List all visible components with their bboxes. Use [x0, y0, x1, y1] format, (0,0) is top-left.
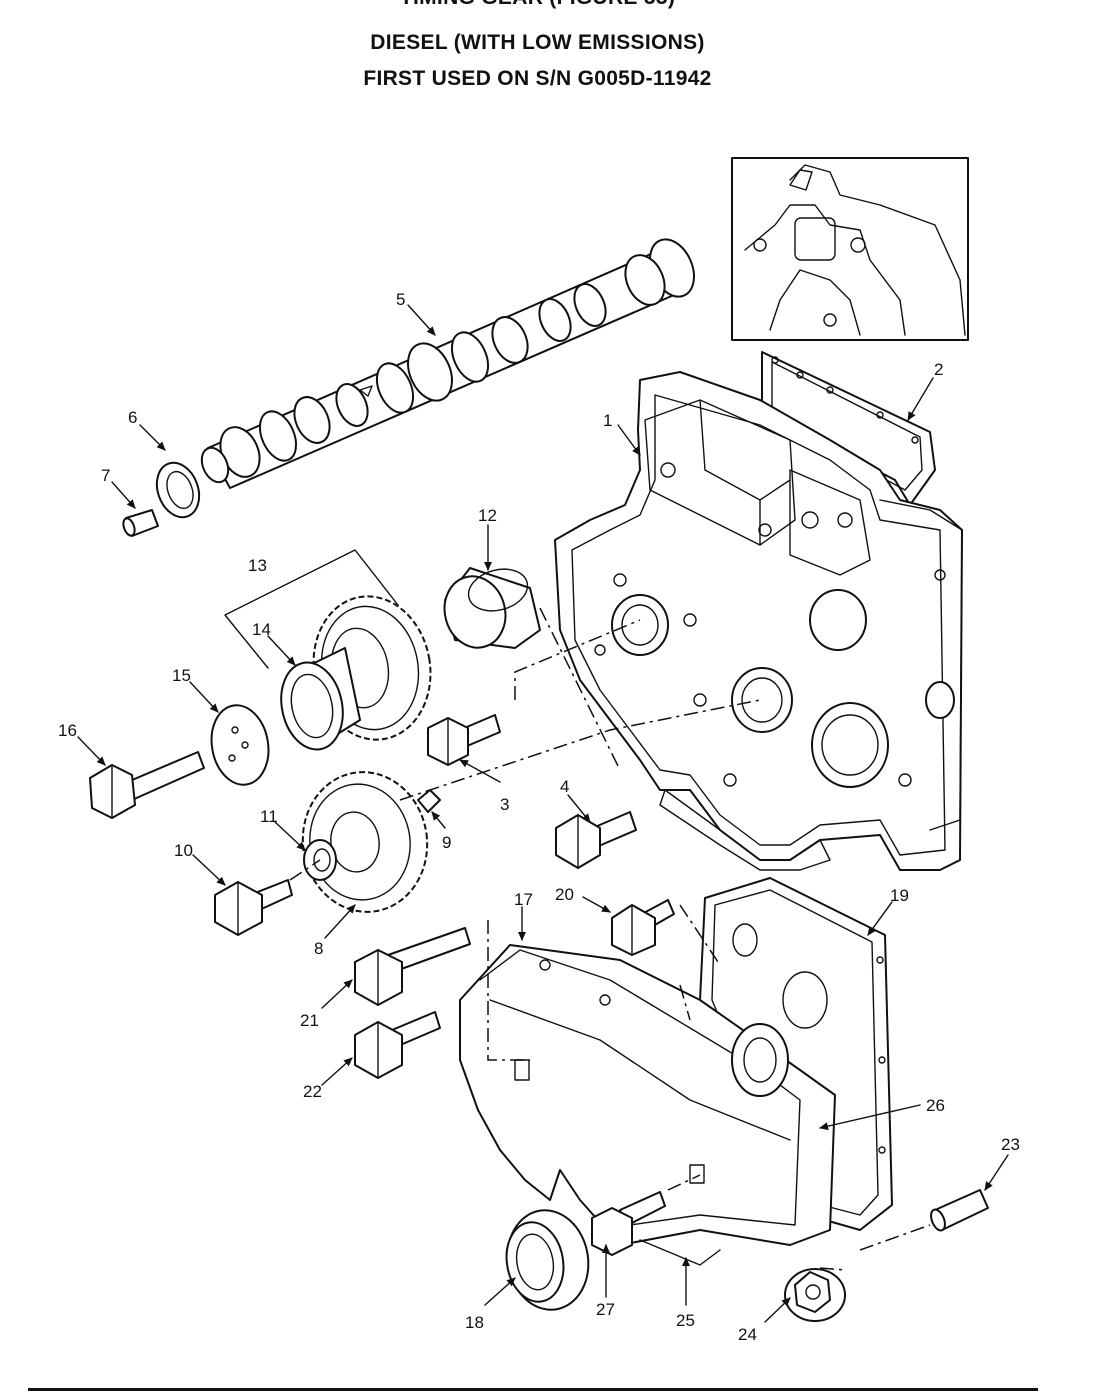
part-10-bolt: [214, 879, 293, 936]
part-23-stud: [930, 1189, 989, 1232]
callout-8: 8: [314, 939, 323, 958]
part-12-bushing: [443, 567, 541, 649]
callout-27: 27: [596, 1300, 615, 1319]
part-4-bolt: [555, 811, 637, 869]
callout-10: 10: [174, 841, 193, 860]
callout-20: 20: [555, 885, 574, 904]
part-27-bolt: [591, 1191, 666, 1256]
callout-14: 14: [252, 620, 271, 639]
part-9-key: [417, 789, 441, 813]
part-7-dowel-pin: [122, 509, 159, 537]
leader-lines: [77, 304, 1009, 1323]
callout-9: 9: [442, 833, 451, 852]
assembly-centerlines: [289, 607, 931, 1271]
callout-24: 24: [738, 1325, 757, 1344]
callout-6: 6: [128, 408, 137, 427]
part-24-nut: [784, 1268, 846, 1322]
part-17-front-cover: [459, 944, 836, 1266]
part-14-hub: [280, 647, 361, 751]
part-1-timing-case: [554, 371, 963, 871]
serial-note: FIRST USED ON S/N G005D-11942: [363, 67, 712, 90]
callout-13: 13: [248, 556, 267, 575]
callout-1: 1: [603, 411, 612, 430]
callout-16: 16: [58, 721, 77, 740]
callout-7: 7: [101, 466, 110, 485]
part-15-plate: [210, 704, 270, 786]
callout-22: 22: [303, 1082, 322, 1101]
part-5-camshaft: [200, 238, 695, 489]
part-21-bolt: [354, 927, 471, 1006]
callout-4: 4: [560, 777, 569, 796]
part-18-oil-seal: [505, 1209, 590, 1311]
part-16-long-bolt: [89, 751, 205, 819]
callout-23: 23: [1001, 1135, 1020, 1154]
figure-title: TIMING GEAR (FIGURE 53): [0, 0, 1075, 10]
callout-5: 5: [396, 290, 405, 309]
part-6-thrust-washer: [155, 461, 201, 519]
callout-12: 12: [478, 506, 497, 525]
callout-11: 11: [260, 807, 278, 826]
callout-19: 19: [890, 886, 909, 905]
part-22-bolt: [354, 1011, 441, 1079]
callout-25: 25: [676, 1311, 695, 1330]
callout-3: 3: [500, 795, 509, 814]
inset-detail: [731, 157, 969, 341]
callout-21: 21: [300, 1011, 319, 1030]
part-13-bracket: [224, 549, 399, 669]
callout-15: 15: [172, 666, 191, 685]
bottom-rule: [28, 1388, 1038, 1391]
callout-26: 26: [926, 1096, 945, 1115]
part-3-bolt: [427, 714, 501, 766]
callout-2: 2: [934, 360, 943, 379]
callout-labels: 1 2 3 4 5 6 7 8 9 10 11 12 13 14 15 16 1…: [58, 290, 1020, 1344]
part-20-bolt: [611, 899, 675, 956]
figure-subtitle: DIESEL (WITH LOW EMISSIONS): [370, 31, 705, 54]
callout-18: 18: [465, 1313, 484, 1332]
callout-17: 17: [514, 890, 533, 909]
